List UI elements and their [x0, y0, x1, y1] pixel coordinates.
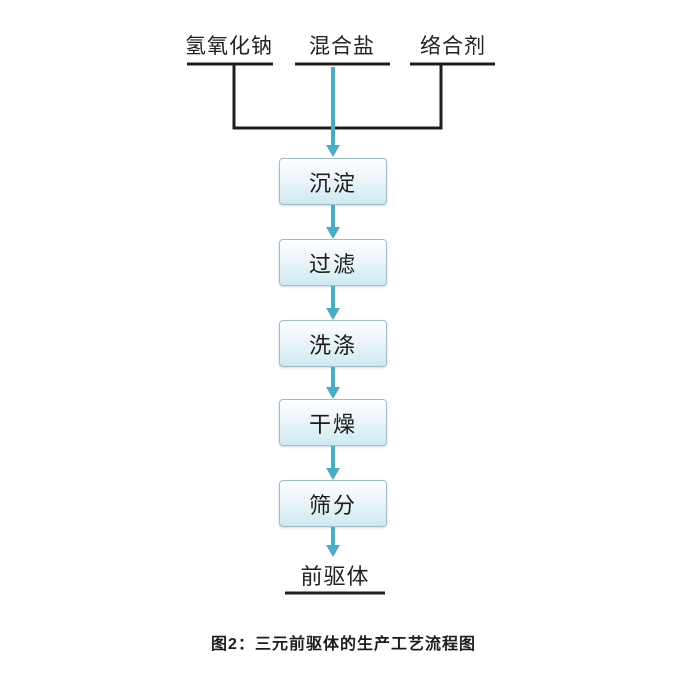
input-label-complexing-agent: 络合剂 [420, 35, 486, 58]
flow-arrows [326, 67, 340, 557]
step-box-washing: 洗涤 [279, 320, 387, 367]
input-label-mixed-salt: 混合盐 [309, 35, 375, 58]
arrow-into-precipitation [326, 67, 340, 157]
arrow-precipitation-to-filtration [326, 205, 340, 239]
arrow-drying-to-sieving [326, 446, 340, 480]
step-box-sieving: 筛分 [279, 480, 387, 527]
funnel-lines [187, 62, 495, 595]
figure-caption: 图2：三元前驱体的生产工艺流程图 [211, 636, 476, 653]
step-box-filtration: 过滤 [279, 239, 387, 286]
arrow-filtration-to-washing [326, 286, 340, 320]
step-box-precipitation: 沉淀 [279, 158, 387, 205]
arrow-washing-to-drying [326, 367, 340, 399]
input-label-sodium-hydroxide: 氢氧化钠 [185, 35, 273, 58]
arrow-sieving-to-precursor [326, 527, 340, 557]
step-box-drying: 干燥 [279, 399, 387, 446]
output-label-precursor: 前驱体 [300, 564, 370, 589]
